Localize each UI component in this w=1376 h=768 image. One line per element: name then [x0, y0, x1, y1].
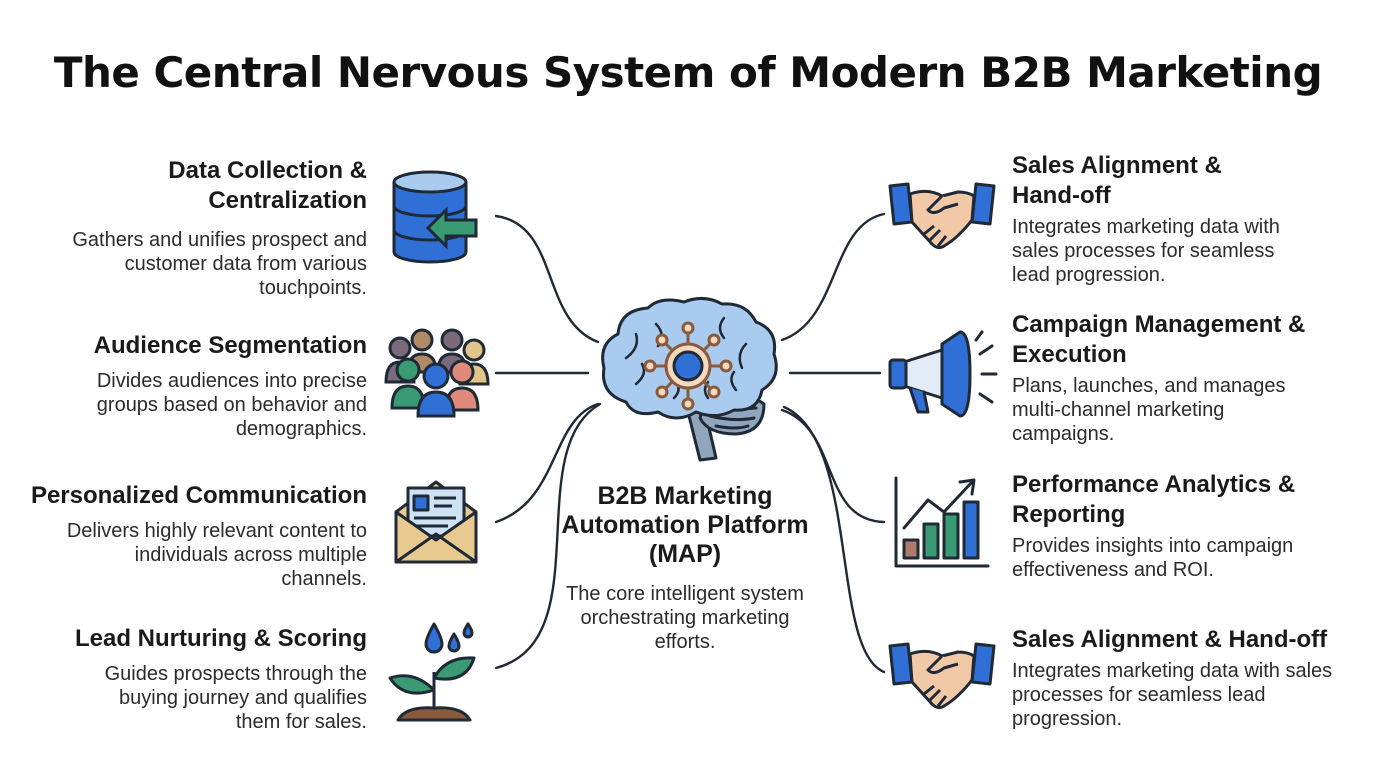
envelope-icon — [394, 480, 478, 564]
left-item-heading: Lead Nurturing & Scoring — [74, 625, 367, 652]
right-item-heading: Campaign Management & Execution — [1012, 311, 1306, 368]
right-item-description: Provides insights into campaign effectiv… — [1012, 535, 1294, 581]
database-icon — [392, 170, 478, 264]
connector-right-3 — [780, 408, 886, 524]
left-item-heading: Personalized Communication — [30, 482, 367, 509]
people-group-icon — [384, 328, 490, 418]
right-item-heading: Sales Alignment & Hand-off — [1012, 152, 1222, 209]
right-item-campaign-management: Campaign Management & Execution Plans, l… — [1012, 310, 1352, 446]
left-item-lead-nurturing: Lead Nurturing & Scoring Guides prospect… — [20, 624, 367, 734]
left-item-description: Gathers and unifies prospect and custome… — [72, 229, 367, 299]
center-title: B2B Marketing Automation Platform (MAP) — [561, 482, 809, 568]
left-item-audience-segmentation: Audience Segmentation Divides audiences … — [20, 331, 367, 441]
right-item-heading: Performance Analytics & Reporting — [1012, 471, 1296, 528]
left-item-personalized-communication: Personalized Communication Delivers high… — [20, 481, 367, 591]
megaphone-icon — [888, 330, 998, 418]
right-item-description: Integrates marketing data with sales pro… — [1012, 216, 1280, 286]
right-item-sales-alignment-top: Sales Alignment & Hand-off Integrates ma… — [1012, 151, 1352, 287]
left-item-description: Delivers highly relevant content to indi… — [66, 520, 367, 590]
connector-right-4 — [782, 405, 886, 674]
handshake-icon — [888, 182, 996, 250]
left-item-data-collection: Data Collection & Centralization Gathers… — [20, 156, 367, 300]
left-item-description: Divides audiences into precise groups ba… — [96, 370, 367, 440]
right-item-description: Plans, launches, and manages multi-chann… — [1012, 375, 1286, 445]
bar-chart-icon — [894, 476, 990, 568]
left-item-heading: Data Collection & Centralization — [168, 157, 367, 214]
connector-left-4 — [494, 402, 602, 670]
right-item-heading: Sales Alignment & Hand-off — [1012, 626, 1328, 653]
center-description: The core intelligent system orchestratin… — [566, 583, 804, 653]
right-item-description: Integrates marketing data with sales pro… — [1012, 660, 1333, 730]
brain-network-icon — [601, 297, 778, 462]
connector-left-1 — [494, 214, 600, 344]
left-item-description: Guides prospects through the buying jour… — [104, 663, 367, 733]
page-title: The Central Nervous System of Modern B2B… — [53, 48, 1323, 97]
right-item-performance-analytics: Performance Analytics & Reporting Provid… — [1012, 470, 1352, 582]
left-item-heading: Audience Segmentation — [93, 332, 367, 359]
connector-left-3 — [494, 402, 600, 524]
sprout-icon — [388, 622, 476, 722]
connector-right-1 — [780, 212, 886, 342]
handshake-icon — [888, 642, 996, 710]
right-item-sales-alignment-bottom: Sales Alignment & Hand-off Integrates ma… — [1012, 625, 1352, 731]
